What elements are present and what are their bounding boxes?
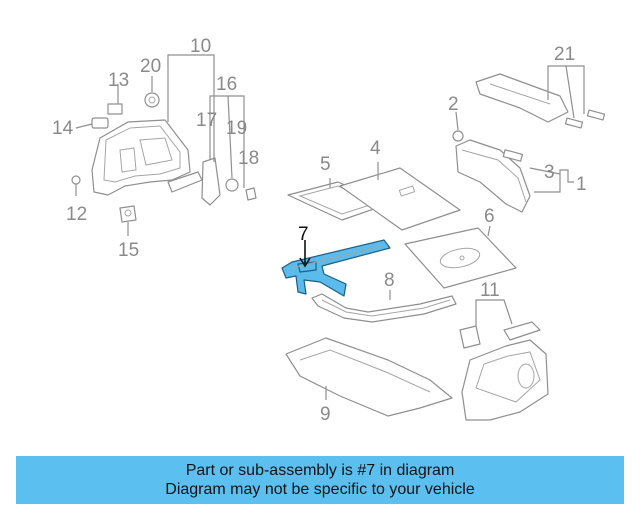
callout-3: 3 (544, 162, 555, 183)
trunk-floor-board-main (339, 167, 461, 231)
callout-4: 4 (370, 138, 381, 159)
spare-tire-cover (404, 227, 517, 289)
callout-6: 6 (484, 206, 495, 227)
callout-labels: 10 13 20 14 16 17 19 18 12 15 21 2 3 1 5… (52, 36, 587, 425)
rear-floor-rail (311, 293, 457, 323)
deck-panel (452, 130, 531, 213)
part-7-highlighted-bracket (281, 239, 391, 297)
callout-12: 12 (66, 204, 87, 225)
rear-package-tray (475, 73, 606, 129)
callout-15: 15 (118, 240, 139, 261)
clip-parts-left (71, 92, 257, 223)
banner-line-part-number: Part or sub-assembly is #7 in diagram (185, 462, 455, 479)
callout-18: 18 (238, 148, 259, 169)
trunk-floor-mat (285, 337, 453, 417)
callout-17: 17 (196, 110, 217, 131)
leader-lines (75, 54, 585, 400)
callout-10: 10 (190, 36, 211, 57)
callout-1: 1 (576, 174, 587, 195)
callout-14: 14 (52, 118, 74, 139)
callout-20: 20 (140, 56, 161, 77)
callout-5: 5 (320, 154, 331, 175)
banner-line-disclaimer: Diagram may not be specific to your vehi… (165, 481, 475, 498)
callout-21: 21 (554, 44, 575, 65)
callout-7: 7 (298, 224, 309, 245)
callout-13: 13 (108, 70, 129, 91)
left-quarter-trim-panel (91, 119, 191, 196)
callout-19: 19 (226, 118, 247, 139)
callout-2: 2 (448, 94, 459, 115)
callout-11: 11 (480, 280, 500, 301)
callout-8: 8 (384, 270, 395, 291)
callout-16: 16 (216, 74, 237, 95)
info-banner: Part or sub-assembly is #7 in diagram Di… (16, 456, 624, 504)
callout-9: 9 (320, 404, 331, 425)
right-quarter-trim-panel (459, 321, 549, 421)
parts-diagram: 10 13 20 14 16 17 19 18 12 15 21 2 3 1 5… (52, 36, 606, 425)
